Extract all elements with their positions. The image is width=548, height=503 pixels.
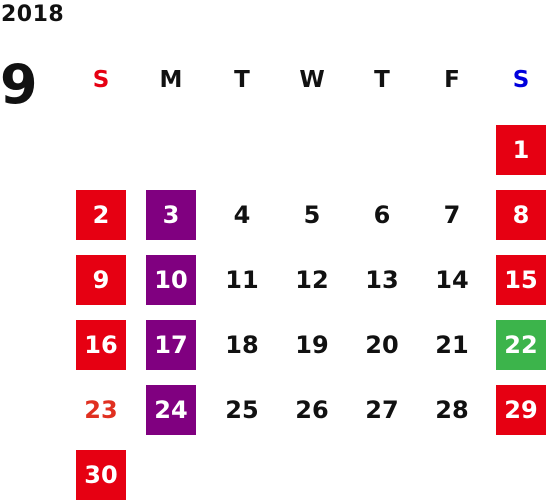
day-cell[interactable]: 5 bbox=[303, 201, 321, 229]
day-cell[interactable]: 11 bbox=[225, 266, 259, 294]
day-cell[interactable]: 17 bbox=[146, 320, 196, 370]
day-cell[interactable]: 21 bbox=[435, 331, 469, 359]
day-cell[interactable]: 3 bbox=[146, 190, 196, 240]
weekday-header: T bbox=[234, 67, 250, 93]
day-cell[interactable]: 20 bbox=[365, 331, 399, 359]
day-cell[interactable]: 27 bbox=[365, 396, 399, 424]
year-label: 2018 bbox=[1, 2, 65, 27]
day-cell[interactable]: 13 bbox=[365, 266, 399, 294]
day-cell[interactable]: 8 bbox=[496, 190, 546, 240]
day-cell[interactable]: 4 bbox=[233, 201, 251, 229]
weekday-header: S bbox=[92, 67, 110, 93]
day-cell[interactable]: 23 bbox=[84, 396, 118, 424]
day-cell[interactable]: 25 bbox=[225, 396, 259, 424]
weekday-header: W bbox=[299, 67, 325, 93]
day-cell[interactable]: 22 bbox=[496, 320, 546, 370]
day-cell[interactable]: 30 bbox=[76, 450, 126, 500]
day-cell[interactable]: 12 bbox=[295, 266, 329, 294]
day-cell[interactable]: 2 bbox=[76, 190, 126, 240]
day-cell[interactable]: 7 bbox=[443, 201, 461, 229]
day-cell[interactable]: 16 bbox=[76, 320, 126, 370]
weekday-header: F bbox=[444, 67, 460, 93]
day-cell[interactable]: 15 bbox=[496, 255, 546, 305]
day-cell[interactable]: 28 bbox=[435, 396, 469, 424]
day-cell[interactable]: 19 bbox=[295, 331, 329, 359]
day-cell[interactable]: 18 bbox=[225, 331, 259, 359]
weekday-header: M bbox=[159, 67, 183, 93]
day-cell[interactable]: 14 bbox=[435, 266, 469, 294]
day-cell[interactable]: 6 bbox=[373, 201, 391, 229]
day-cell[interactable]: 26 bbox=[295, 396, 329, 424]
weekday-header: T bbox=[374, 67, 390, 93]
day-cell[interactable]: 29 bbox=[496, 385, 546, 435]
day-cell[interactable]: 9 bbox=[76, 255, 126, 305]
day-cell[interactable]: 24 bbox=[146, 385, 196, 435]
weekday-header: S bbox=[512, 67, 530, 93]
day-cell[interactable]: 10 bbox=[146, 255, 196, 305]
day-cell[interactable]: 1 bbox=[496, 125, 546, 175]
month-number: 9 bbox=[0, 53, 38, 116]
